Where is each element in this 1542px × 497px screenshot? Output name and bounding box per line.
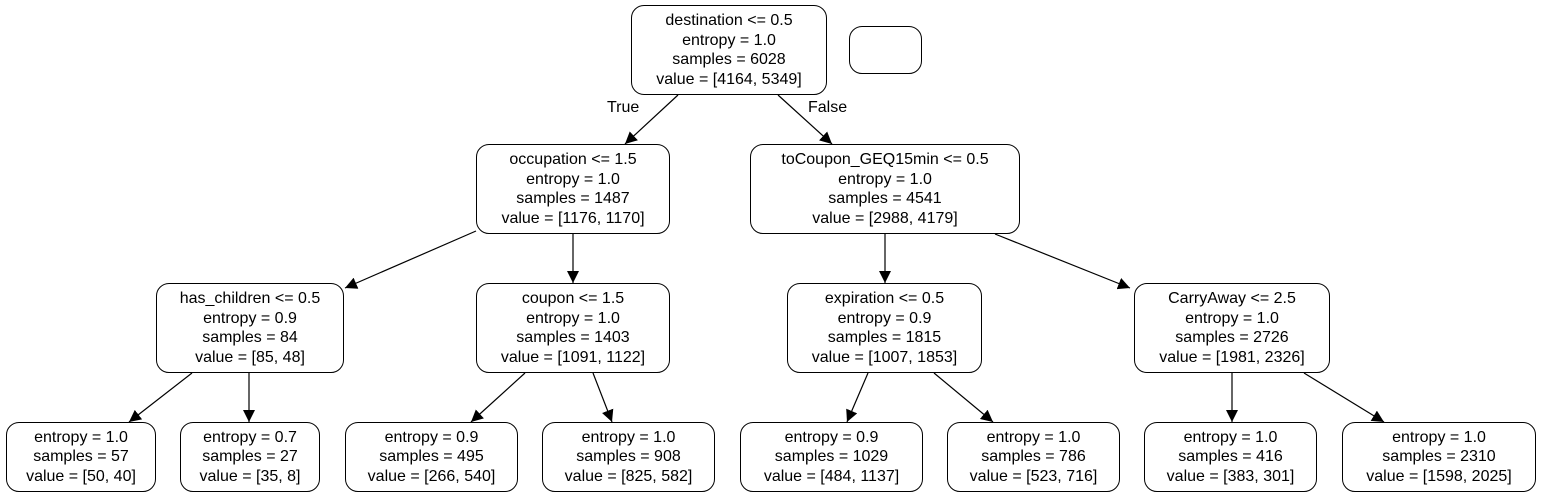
node-line: samples = 2726 xyxy=(1175,329,1289,346)
node-line: expiration <= 0.5 xyxy=(824,290,945,307)
node-line: value = [4164, 5349] xyxy=(656,70,802,88)
edge-root-to-occupation xyxy=(624,94,679,145)
node-line: entropy = 0.9 xyxy=(384,428,479,446)
node-line: samples = 6028 xyxy=(672,51,786,68)
node-line: value = [35, 8] xyxy=(199,467,301,485)
node-line: value = [383, 301] xyxy=(1166,467,1295,485)
tree-node-expiration: expiration <= 0.5 entropy = 0.9 samples = … xyxy=(787,283,982,373)
node-line: entropy = 0.9 xyxy=(203,309,297,327)
tree-node-has_children: has_children <= 0.5 entropy = 0.9 samples … xyxy=(156,283,344,373)
tree-node-CarryAway: CarryAway <= 2.5 entropy = 1.0 samples = 2… xyxy=(1134,283,1330,373)
node-line: CarryAway <= 2.5 xyxy=(1168,290,1296,307)
node-line: coupon <= 1.5 xyxy=(521,290,625,307)
node-line: value = [1981, 2326] xyxy=(1159,348,1305,366)
node-line: entropy = 1.0 xyxy=(986,428,1081,446)
node-line: value = [1007, 1853] xyxy=(811,348,958,366)
node-line: samples = 27 xyxy=(202,448,298,466)
tree-node-occupation: occupation <= 1.5 entropy = 1.0 samples = … xyxy=(476,144,670,234)
edge-expiration-to-leaf5 xyxy=(846,372,869,423)
tree-node-root: destination <= 0.5 entropy = 1.0 samples =… xyxy=(631,5,827,95)
legend-box xyxy=(849,26,922,74)
edge-expiration-to-leaf6 xyxy=(933,372,994,423)
edge-label-false: False xyxy=(808,99,848,116)
node-line: entropy = 1.0 xyxy=(526,170,620,188)
node-line: samples = 1029 xyxy=(774,448,889,466)
node-line: entropy = 1.0 xyxy=(34,428,128,446)
node-line: entropy = 1.0 xyxy=(1185,309,1279,327)
node-line: entropy = 0.7 xyxy=(203,428,297,446)
edge-label-true: True xyxy=(607,99,640,116)
node-line: value = [85, 48] xyxy=(195,348,305,366)
node-line: entropy = 0.9 xyxy=(784,428,879,446)
node-line: destination <= 0.5 xyxy=(665,12,793,29)
node-line: samples = 1487 xyxy=(516,190,630,207)
node-line: samples = 495 xyxy=(379,448,484,466)
node-line: samples = 4541 xyxy=(828,190,942,207)
node-line: samples = 416 xyxy=(1178,448,1283,466)
edge-occupation-to-has_children xyxy=(344,230,477,289)
node-line: samples = 1403 xyxy=(516,329,630,346)
node-line: entropy = 1.0 xyxy=(838,170,932,188)
edge-coupon-to-leaf4 xyxy=(592,372,614,423)
tree-node-toCoupon: toCoupon_GEQ15min <= 0.5 entropy = 1.0 sam… xyxy=(750,144,1020,234)
node-line: value = [1176, 1170] xyxy=(501,209,645,227)
node-line: samples = 908 xyxy=(576,448,681,466)
edge-has_children-to-leaf1 xyxy=(128,372,193,423)
edge-coupon-to-leaf3 xyxy=(470,372,526,423)
node-line: entropy = 1.0 xyxy=(1183,428,1278,446)
node-line: entropy = 1.0 xyxy=(581,428,676,446)
edge-toCoupon-to-CarryAway xyxy=(994,233,1131,290)
node-line: samples = 1815 xyxy=(827,329,942,346)
node-line: entropy = 1.0 xyxy=(526,309,620,327)
node-line: value = [1091, 1122] xyxy=(500,348,646,366)
node-line: value = [2988, 4179] xyxy=(812,209,958,227)
node-line: value = [825, 582] xyxy=(564,467,693,485)
node-line: value = [266, 540] xyxy=(367,467,496,485)
node-line: toCoupon_GEQ15min <= 0.5 xyxy=(781,151,989,168)
node-line: value = [484, 1137] xyxy=(763,467,900,485)
node-line: value = [1598, 2025] xyxy=(1366,467,1512,485)
node-line: samples = 786 xyxy=(981,448,1086,466)
node-line: entropy = 1.0 xyxy=(1392,428,1486,446)
edge-root-to-toCoupon xyxy=(777,94,833,145)
node-line: entropy = 1.0 xyxy=(682,31,776,49)
node-line: has_children <= 0.5 xyxy=(179,290,321,307)
tree-node-coupon: coupon <= 1.5 entropy = 1.0 samples = 1403… xyxy=(476,283,670,373)
node-line: samples = 57 xyxy=(33,448,129,466)
edge-CarryAway-to-leaf8 xyxy=(1303,372,1385,423)
node-line: value = [50, 40] xyxy=(26,467,136,485)
node-line: samples = 84 xyxy=(202,329,298,346)
node-line: entropy = 0.9 xyxy=(837,309,932,327)
node-line: samples = 2310 xyxy=(1382,448,1496,466)
node-line: value = [523, 716] xyxy=(969,467,1098,485)
node-line: occupation <= 1.5 xyxy=(509,151,637,168)
